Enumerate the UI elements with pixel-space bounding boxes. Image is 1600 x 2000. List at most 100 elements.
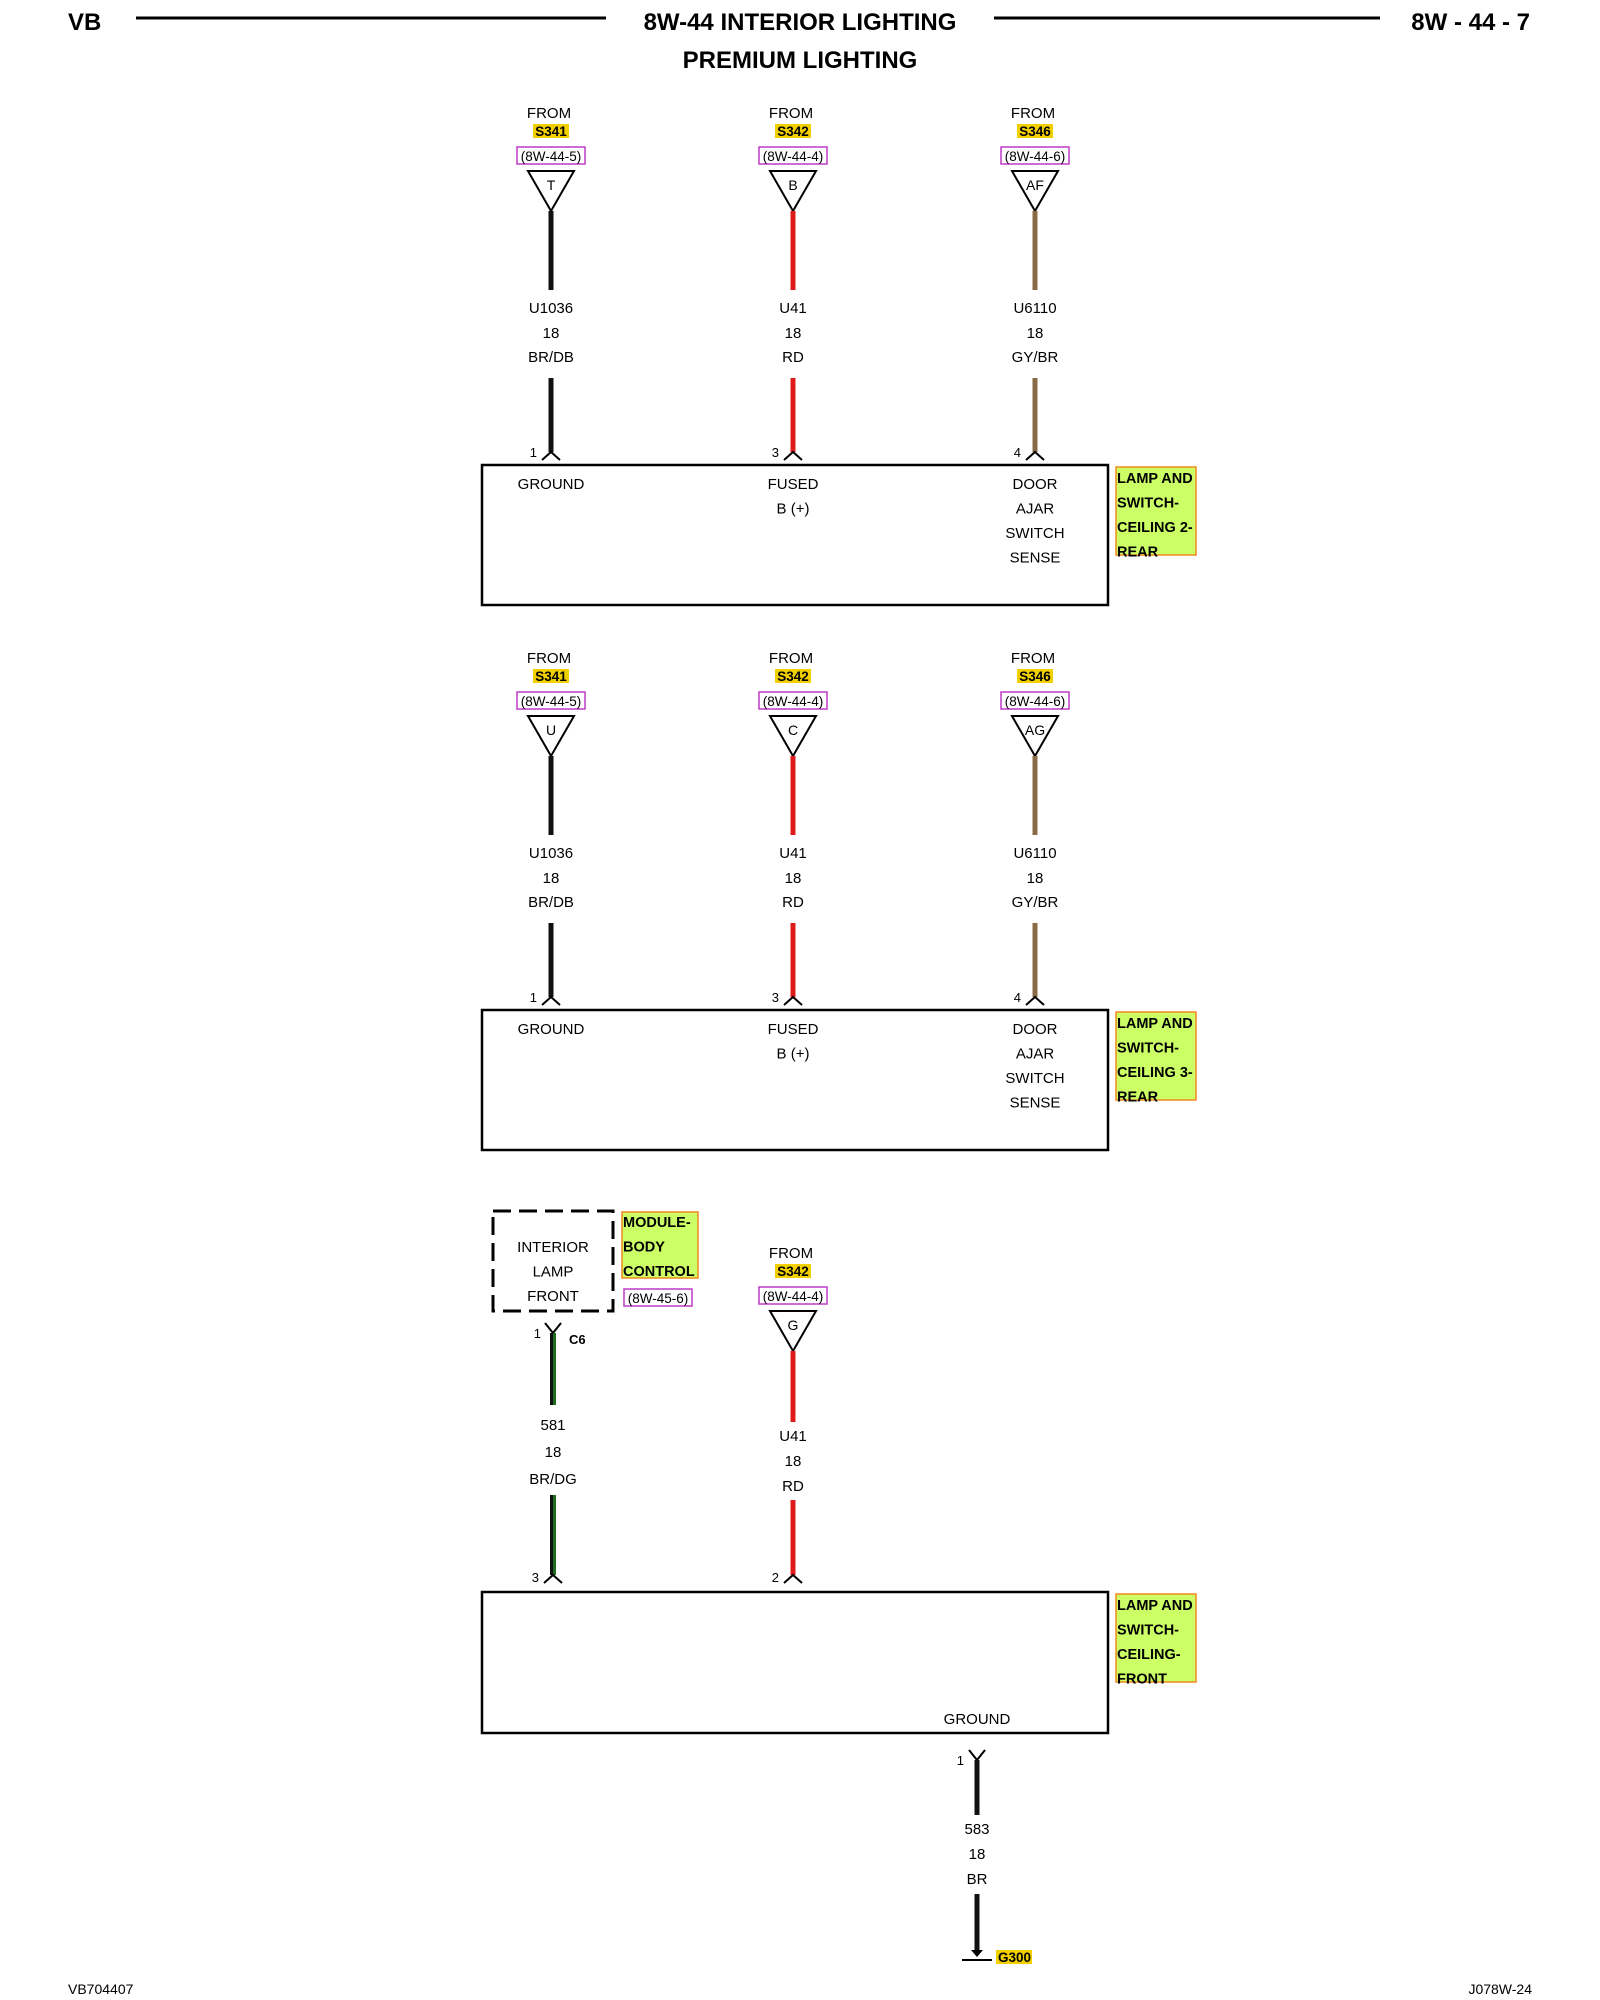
front-wire-581-pin-number: 3 bbox=[532, 1570, 539, 1585]
s2-wire-3-function-line: DOOR bbox=[1013, 476, 1058, 493]
module-pin-number: 1 bbox=[534, 1326, 541, 1341]
header-subtitle: PREMIUM LIGHTING bbox=[683, 47, 918, 74]
front-wire-581-pin-terminal bbox=[543, 1573, 563, 1584]
front-wire-581-color-code: BR/DG bbox=[529, 1471, 577, 1488]
page-header: VB 8W-44 INTERIOR LIGHTING 8W - 44 - 7 P… bbox=[68, 9, 1530, 74]
s3-wire-1-pin-terminal bbox=[541, 995, 561, 1006]
module-page-ref: (8W-45-6) bbox=[628, 1291, 689, 1306]
footer-left: VB704407 bbox=[68, 1981, 134, 1997]
s2-wire-1-splice-id: S341 bbox=[535, 124, 567, 139]
front-wire-u41-connector-triangle bbox=[768, 1310, 818, 1354]
s3-wire-3-function-line: DOOR bbox=[1013, 1021, 1058, 1038]
s3-wire-1-page-ref: (8W-44-5) bbox=[521, 694, 582, 709]
s3-wire-3-function-line: SWITCH bbox=[1005, 1070, 1064, 1087]
s2-wire-3-splice-id: S346 bbox=[1019, 124, 1051, 139]
module-box-line: FRONT bbox=[527, 1288, 579, 1305]
ground-point-id: G300 bbox=[998, 1950, 1031, 1965]
s3-wire-1-function-line: GROUND bbox=[518, 1021, 585, 1038]
s3-wire-2-splice-highlight bbox=[775, 669, 811, 683]
s2-wire-3-circuit: U6110 bbox=[1013, 300, 1056, 317]
s2-wire-3-color-code: GY/BR bbox=[1012, 349, 1059, 366]
front-wire-u41-color-code: RD bbox=[782, 1478, 804, 1495]
ground-wire-583-gauge: 18 bbox=[969, 1846, 986, 1863]
s3-wire-3-function-line: SENSE bbox=[1010, 1095, 1061, 1112]
s2-wire-1-splice-highlight bbox=[533, 124, 569, 138]
front-wire-581-gauge: 18 bbox=[545, 1444, 562, 1461]
s3-wire-1-from-label: FROM bbox=[527, 650, 571, 667]
front-component-callout-line: SWITCH- bbox=[1117, 1623, 1179, 1639]
header-right: 8W - 44 - 7 bbox=[1411, 9, 1530, 36]
s3-wire-2-gauge: 18 bbox=[785, 870, 802, 887]
ground-point-highlight bbox=[996, 1950, 1032, 1964]
s2-wire-3-page-ref: (8W-44-6) bbox=[1005, 149, 1066, 164]
s2-wire-3-pin-number: 4 bbox=[1014, 445, 1021, 460]
s3-wire-2-function-line: B (+) bbox=[777, 1046, 810, 1063]
front-wire-581-circuit: 581 bbox=[540, 1417, 565, 1434]
front-wire-u41-from-label: FROM bbox=[769, 1245, 813, 1262]
s2-wire-3-function-line: SENSE bbox=[1010, 550, 1061, 567]
component-callout-line: LAMP AND bbox=[1117, 1016, 1193, 1032]
s2-wire-2-function-line: FUSED bbox=[768, 476, 819, 493]
front-ground-function-label: GROUND bbox=[944, 1711, 1011, 1728]
s2-wire-3-function-line: SWITCH bbox=[1005, 525, 1064, 542]
s2-wire-3-triangle-letter: AF bbox=[1026, 177, 1044, 193]
page-footer: VB704407 J078W-24 bbox=[68, 1981, 1532, 1997]
s2-wire-2-ref-box bbox=[758, 146, 828, 165]
header-left: VB bbox=[68, 9, 101, 36]
s3-wire-2-pin-number: 3 bbox=[772, 990, 779, 1005]
component-box-ceiling-3-rear bbox=[480, 1008, 1110, 1152]
component-callout-line: CEILING 3- bbox=[1117, 1065, 1193, 1081]
s3-wire-2-ref-box bbox=[758, 691, 828, 710]
component-callout-line: CEILING 2- bbox=[1117, 520, 1193, 536]
s3-wire-3-gauge: 18 bbox=[1027, 870, 1044, 887]
s2-wire-3-from-label: FROM bbox=[1011, 105, 1055, 122]
component-callout-line: REAR bbox=[1117, 545, 1159, 561]
module-callout bbox=[621, 1211, 699, 1279]
s2-wire-2-pin-number: 3 bbox=[772, 445, 779, 460]
s3-wire-1-connector-triangle bbox=[526, 715, 576, 759]
ground-wire-583-color-code: BR bbox=[967, 1871, 988, 1888]
ground-pin-number: 1 bbox=[957, 1753, 964, 1768]
s3-wire-1-splice-highlight bbox=[533, 669, 569, 683]
diagram-sections: FROMS341(8W-44-5)TU103618BR/DB1GROUNDFRO… bbox=[480, 105, 1197, 1152]
component-callout-line: SWITCH- bbox=[1117, 1041, 1179, 1057]
s2-wire-1-pin-number: 1 bbox=[530, 445, 537, 460]
s3-wire-3-function-line: AJAR bbox=[1016, 1046, 1055, 1063]
front-component-callout-line: CEILING- bbox=[1117, 1647, 1181, 1663]
s2-wire-3-splice-highlight bbox=[1017, 124, 1053, 138]
s3-wire-3-triangle-letter: AG bbox=[1025, 722, 1045, 738]
s2-wire-2-splice-id: S342 bbox=[777, 124, 809, 139]
module-callout-line: CONTROL bbox=[623, 1264, 695, 1280]
front-wire-u41-triangle-letter: G bbox=[788, 1317, 799, 1333]
s2-wire-1-from-label: FROM bbox=[527, 105, 571, 122]
s3-wire-2-pin-terminal bbox=[783, 995, 803, 1006]
s2-wire-3-function-line: AJAR bbox=[1016, 501, 1055, 518]
s3-wire-3-ref-box bbox=[1000, 691, 1070, 710]
front-wire-u41-page-ref: (8W-44-4) bbox=[763, 1289, 824, 1304]
s3-wire-3-splice-highlight bbox=[1017, 669, 1053, 683]
s3-wire-3-splice-id: S346 bbox=[1019, 669, 1051, 684]
s3-wire-2-connector-triangle bbox=[768, 715, 818, 759]
front-section: INTERIORLAMPFRONTMODULE-BODYCONTROL(8W-4… bbox=[480, 1209, 1197, 1965]
s3-wire-1-triangle-letter: U bbox=[546, 722, 556, 738]
s2-wire-2-from-label: FROM bbox=[769, 105, 813, 122]
s2-wire-1-ref-box bbox=[516, 146, 586, 165]
s3-wire-3-pin-number: 4 bbox=[1014, 990, 1021, 1005]
module-callout-line: BODY bbox=[623, 1240, 665, 1256]
s2-wire-1-function-line: GROUND bbox=[518, 476, 585, 493]
s3-wire-1-color-code: BR/DB bbox=[528, 894, 574, 911]
s3-wire-3-page-ref: (8W-44-6) bbox=[1005, 694, 1066, 709]
s2-wire-2-function-line: B (+) bbox=[777, 501, 810, 518]
s3-wire-1-pin-number: 1 bbox=[530, 990, 537, 1005]
s2-wire-1-triangle-letter: T bbox=[547, 177, 556, 193]
front-wire-u41-splice-highlight bbox=[775, 1264, 811, 1278]
s3-wire-2-color-code: RD bbox=[782, 894, 804, 911]
s3-wire-3-color-code: GY/BR bbox=[1012, 894, 1059, 911]
component-callout-line: SWITCH- bbox=[1117, 496, 1179, 512]
s2-wire-3-ref-box bbox=[1000, 146, 1070, 165]
ground-pin-terminal bbox=[968, 1749, 986, 1762]
front-wire-u41-circuit: U41 bbox=[779, 1428, 807, 1445]
front-wire-u41-pin-number: 2 bbox=[772, 1570, 779, 1585]
ground-wire-583-circuit: 583 bbox=[964, 1821, 989, 1838]
